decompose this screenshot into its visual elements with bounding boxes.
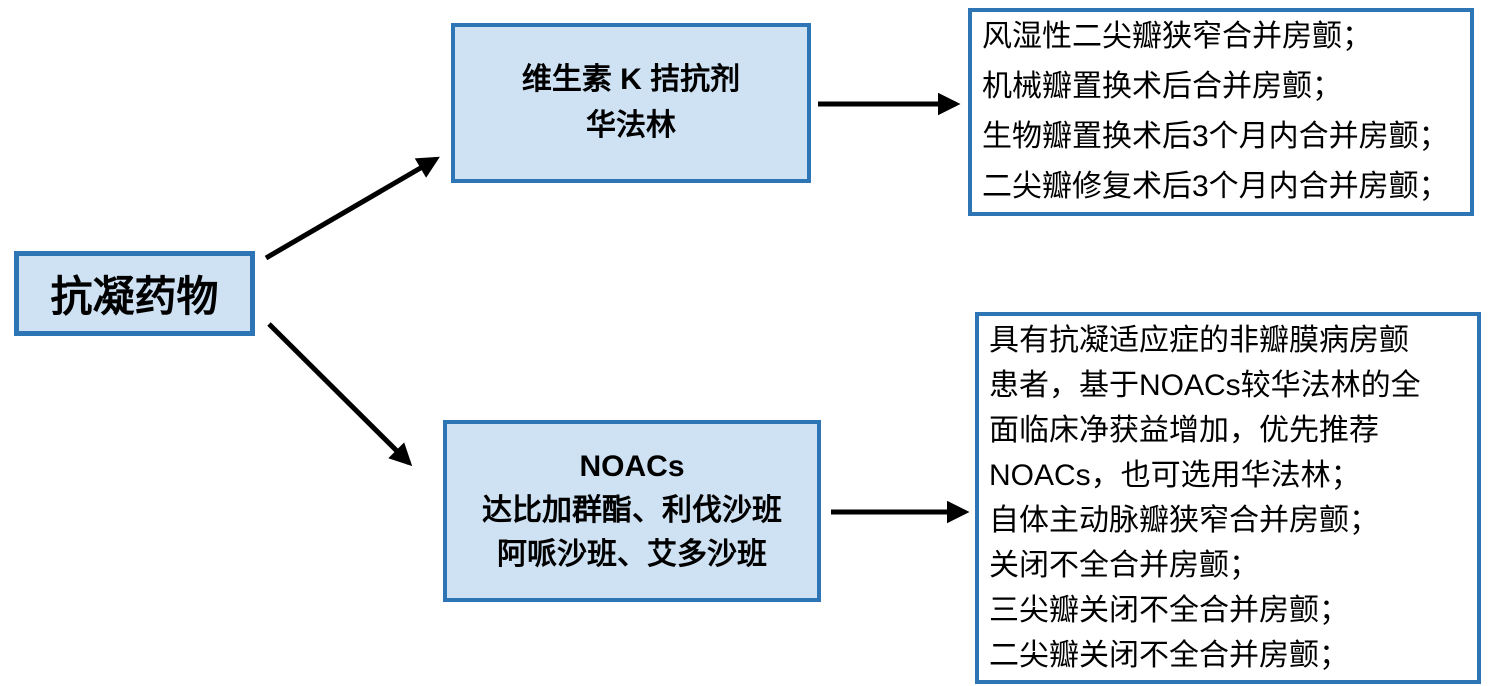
- arrow-root-to-vka: [264, 156, 440, 261]
- node-line: NOACs: [579, 450, 685, 483]
- indication-line: 具有抗凝适应症的非瓣膜病房颤: [989, 324, 1409, 357]
- node-line: 华法林: [586, 109, 676, 142]
- node-label: 抗凝药物: [50, 273, 219, 320]
- indication-line: 三尖瓣关闭不全合并房颤；: [989, 594, 1349, 627]
- indication-line: 患者，基于NOACs较华法林的全: [989, 369, 1421, 402]
- indication-line: 风湿性二尖瓣狭窄合并房颤；: [982, 20, 1372, 53]
- indication-line: 二尖瓣修复术后3个月内合并房颤；: [982, 170, 1449, 203]
- node-noacs: NOACs 达比加群酯、利伐沙班 阿哌沙班、艾多沙班: [443, 420, 821, 602]
- arrow-root-to-noacs: [267, 322, 413, 467]
- node-noacs-indications: 具有抗凝适应症的非瓣膜病房颤 患者，基于NOACs较华法林的全 面临床净获益增加…: [975, 312, 1481, 684]
- indication-line: 自体主动脉瓣狭窄合并房颤；: [989, 504, 1379, 537]
- indication-line: 生物瓣置换术后3个月内合并房颤；: [982, 120, 1449, 153]
- node-vka-indications: 风湿性二尖瓣狭窄合并房颤； 机械瓣置换术后合并房颤； 生物瓣置换术后3个月内合并…: [968, 8, 1474, 216]
- indication-line: 机械瓣置换术后合并房颤；: [982, 70, 1342, 103]
- node-line: 维生素 K 拮抗剂: [521, 63, 741, 96]
- indication-line: 关闭不全合并房颤；: [989, 549, 1259, 582]
- node-anticoagulant-drugs: 抗凝药物: [14, 251, 255, 336]
- indication-line: 二尖瓣关闭不全合并房颤；: [989, 639, 1349, 672]
- node-line: 阿哌沙班、艾多沙班: [497, 538, 767, 571]
- node-line: 达比加群酯、利伐沙班: [482, 494, 782, 527]
- indication-line: 面临床净获益增加，优先推荐: [989, 414, 1379, 447]
- indication-line: NOACs，也可选用华法林；: [989, 459, 1361, 492]
- node-vitamin-k-antagonist: 维生素 K 拮抗剂 华法林: [451, 23, 811, 183]
